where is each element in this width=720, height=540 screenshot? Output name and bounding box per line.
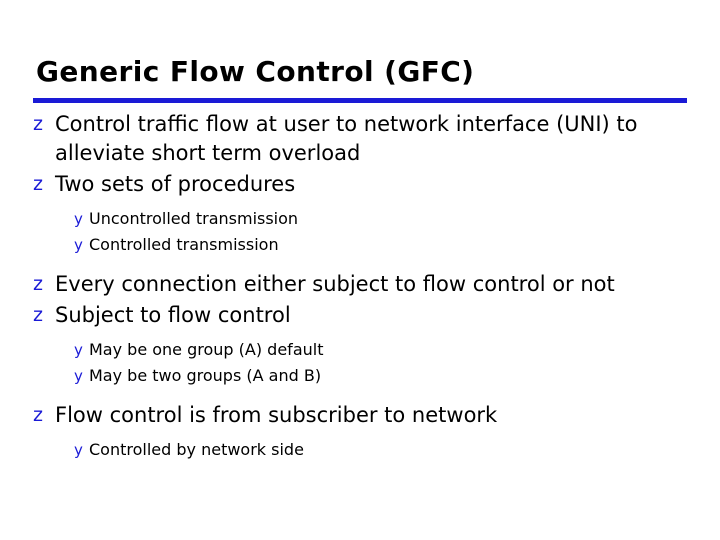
bullet-item: z Every connection either subject to flo…: [33, 270, 693, 299]
sub-bullet-item: y Controlled transmission: [74, 233, 693, 257]
spacer: [33, 388, 693, 399]
sub-bullet-item: y May be one group (A) default: [74, 338, 693, 362]
slide-body: z Control traffic flow at user to networ…: [33, 108, 693, 462]
bullet-marker-y-icon: y: [74, 236, 83, 254]
bullet-marker-z-icon: z: [33, 273, 43, 295]
bullet-marker-y-icon: y: [74, 441, 83, 459]
bullet-item: z Flow control is from subscriber to net…: [33, 401, 693, 430]
spacer: [33, 257, 693, 268]
bullet-text: Flow control is from subscriber to netwo…: [55, 403, 498, 427]
sub-bullet-text: May be one group (A) default: [89, 340, 324, 359]
sub-bullet-item: y May be two groups (A and B): [74, 364, 693, 388]
bullet-marker-y-icon: y: [74, 367, 83, 385]
sub-bullet-item: y Controlled by network side: [74, 438, 693, 462]
sub-bullet-text: Controlled by network side: [89, 440, 304, 459]
spacer: [33, 330, 693, 336]
sub-bullet-text: Controlled transmission: [89, 235, 279, 254]
sub-bullet-text: May be two groups (A and B): [89, 366, 322, 385]
sub-bullet-item: y Uncontrolled transmission: [74, 207, 693, 231]
bullet-marker-z-icon: z: [33, 173, 43, 195]
spacer: [33, 199, 693, 205]
sub-bullet-text: Uncontrolled transmission: [89, 209, 299, 228]
bullet-marker-z-icon: z: [33, 304, 43, 326]
bullet-marker-z-icon: z: [33, 113, 43, 135]
bullet-marker-y-icon: y: [74, 341, 83, 359]
bullet-item: z Two sets of procedures: [33, 170, 693, 199]
bullet-text: Every connection either subject to flow …: [55, 272, 615, 296]
bullet-text: Subject to flow control: [55, 303, 291, 327]
bullet-marker-z-icon: z: [33, 404, 43, 426]
bullet-item: z Control traffic flow at user to networ…: [33, 110, 693, 168]
bullet-text: Control traffic flow at user to network …: [55, 112, 638, 165]
bullet-text: Two sets of procedures: [55, 172, 296, 196]
bullet-marker-y-icon: y: [74, 210, 83, 228]
title-underline-rule: [33, 98, 687, 103]
bullet-item: z Subject to flow control: [33, 301, 693, 330]
spacer: [33, 430, 693, 436]
slide-title: Generic Flow Control (GFC): [36, 55, 475, 88]
